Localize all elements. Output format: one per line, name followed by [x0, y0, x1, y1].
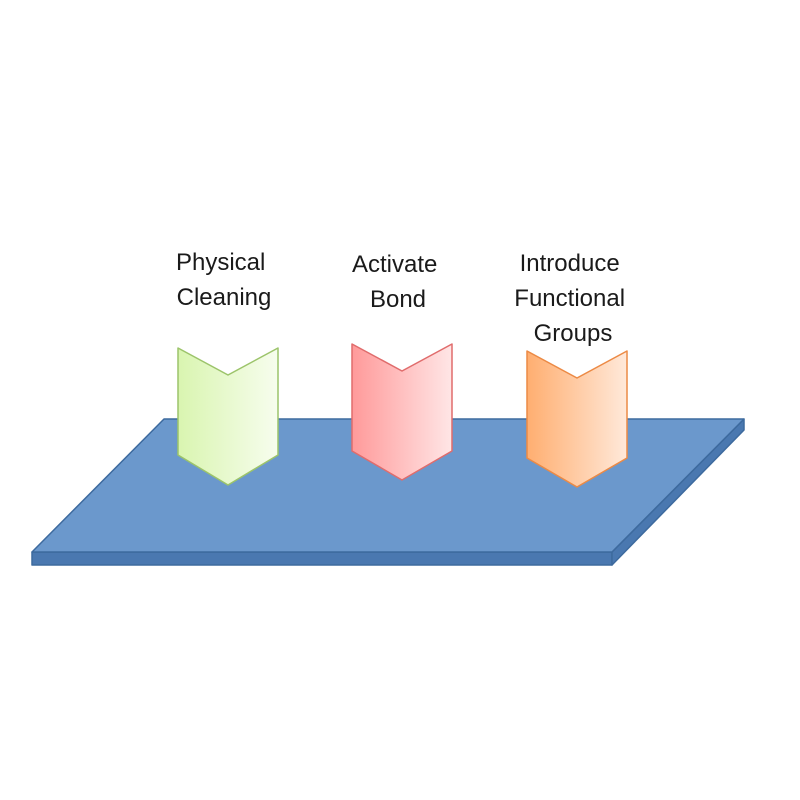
- substrate-front-edge: [31, 551, 613, 566]
- step-label-line: Bond: [370, 286, 426, 313]
- step-label-line: Introduce: [520, 250, 620, 277]
- step-label-introduce-functional-groups: Introduce Functional Groups: [514, 250, 631, 347]
- step-label-line: Physical: [176, 249, 265, 276]
- step-chevron-activate-bond: [351, 343, 453, 481]
- step-label-physical-cleaning: Physical Cleaning: [176, 249, 272, 311]
- step-label-activate-bond: Activate Bond: [352, 251, 444, 313]
- step-label-line: Groups: [534, 320, 613, 347]
- step-label-line: Functional: [514, 285, 625, 312]
- step-label-line: Activate: [352, 251, 437, 278]
- step-chevron-introduce-functional-groups: [526, 350, 628, 488]
- step-chevron-physical-cleaning: [177, 347, 279, 486]
- step-label-line: Cleaning: [177, 284, 272, 311]
